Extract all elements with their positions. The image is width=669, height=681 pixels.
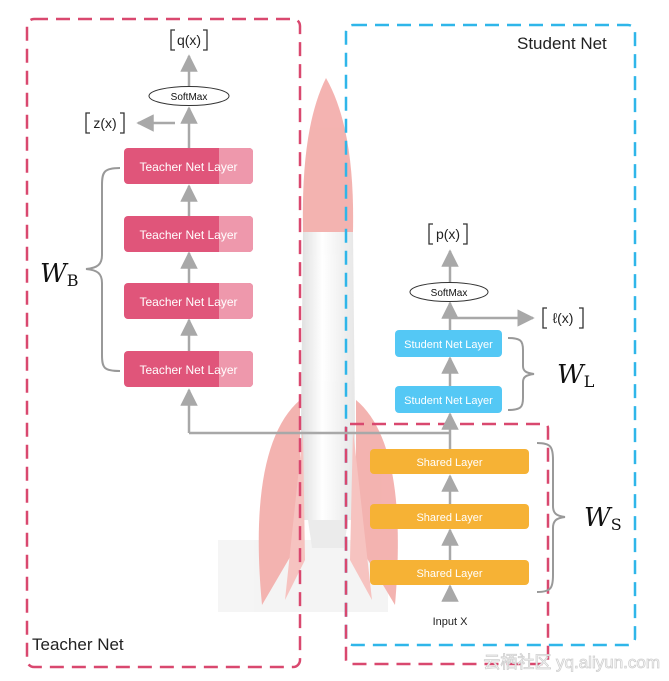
rocket-illustration — [218, 78, 398, 612]
teacher-layer-label: Teacher Net Layer — [139, 295, 237, 309]
teacher-net-title: Teacher Net — [32, 635, 124, 654]
teacher-softmax-label: SoftMax — [171, 92, 208, 103]
shared-layer: Shared Layer — [370, 449, 529, 474]
teacher-logits-label: z(x) — [93, 115, 116, 131]
student-layer-label: Student Net Layer — [404, 339, 493, 351]
student-net-title: Student Net — [517, 34, 607, 53]
input-label: Input X — [433, 616, 469, 628]
teacher-layer-label: Teacher Net Layer — [139, 228, 237, 242]
weights-subscript: L — [584, 372, 595, 391]
shared-weights-brace — [536, 442, 566, 593]
weights-subscript: S — [611, 515, 622, 534]
shared-layer-label: Shared Layer — [416, 512, 482, 524]
student-logits: ℓ(x) — [542, 307, 584, 329]
teacher-weights-brace — [85, 167, 121, 372]
watermark: 云栖社区 yq.aliyun.com — [483, 653, 660, 672]
teacher-output: q(x) — [170, 29, 208, 51]
student-weights-label: WL — [557, 360, 595, 391]
teacher-layer-label: Teacher Net Layer — [139, 160, 237, 174]
student-output-label: p(x) — [436, 226, 460, 242]
teacher-softmax — [148, 86, 230, 106]
shared-weights-label: WS — [584, 503, 622, 534]
teacher-layer: Teacher Net Layer — [124, 148, 253, 184]
teacher-layer: Teacher Net Layer — [124, 351, 253, 387]
shared-layer: Shared Layer — [370, 560, 529, 585]
teacher-logits: z(x) — [85, 112, 125, 134]
shared-layer-label: Shared Layer — [416, 457, 482, 469]
teacher-net-boundary — [25, 17, 302, 669]
teacher-layer: Teacher Net Layer — [124, 216, 253, 252]
teacher-weights-label: WB — [40, 259, 79, 290]
weights-subscript: B — [67, 271, 79, 290]
student-softmax-label: SoftMax — [431, 288, 468, 299]
teacher-layer: Teacher Net Layer — [124, 283, 253, 319]
weights-symbol: W — [584, 503, 613, 533]
student-logits-label: ℓ(x) — [553, 310, 574, 326]
student-net-boundary — [344, 23, 637, 647]
weights-symbol: W — [40, 259, 69, 289]
student-layer: Student Net Layer — [395, 386, 502, 413]
student-layer: Student Net Layer — [395, 330, 502, 357]
teacher-layer-label: Teacher Net Layer — [139, 363, 237, 377]
student-output: p(x) — [428, 223, 468, 245]
weights-symbol: W — [557, 360, 586, 390]
student-layer-label: Student Net Layer — [404, 395, 493, 407]
shared-layer: Shared Layer — [370, 504, 529, 529]
student-softmax — [409, 282, 489, 302]
student-weights-brace — [507, 337, 535, 411]
teacher-output-label: q(x) — [177, 32, 201, 48]
shared-layer-label: Shared Layer — [416, 568, 482, 580]
